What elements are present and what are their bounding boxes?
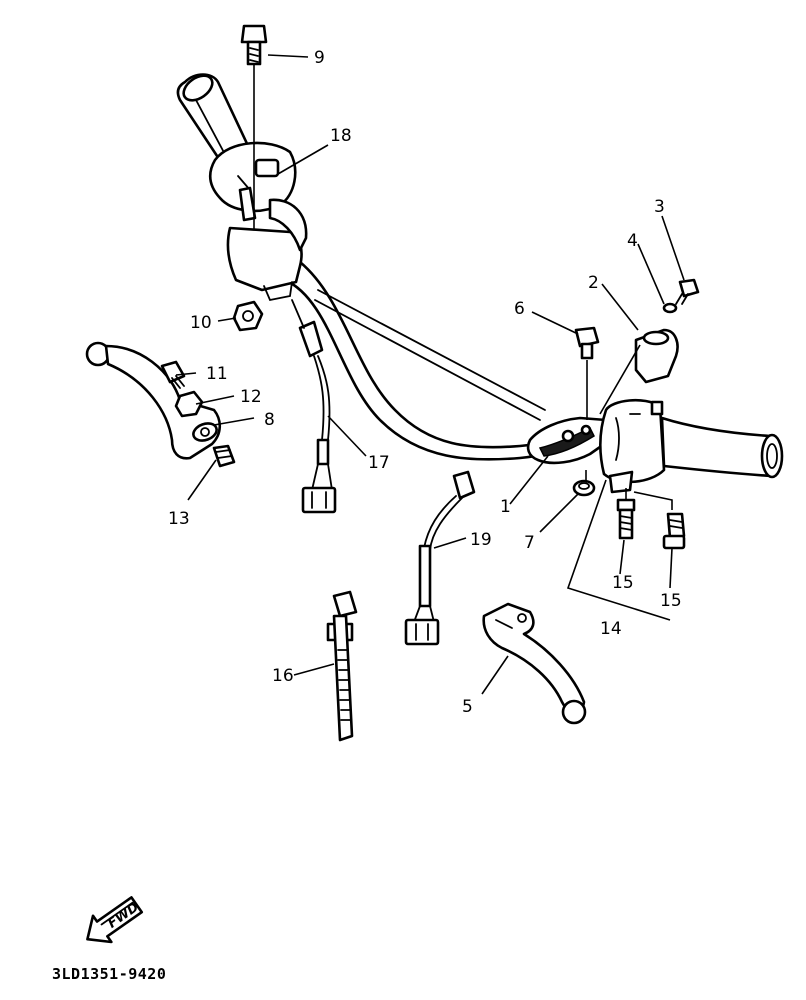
callout-4: 4: [627, 231, 638, 251]
screw-3: [675, 278, 700, 305]
callout-3: 3: [654, 197, 665, 217]
callout-15a: 15: [612, 573, 634, 593]
callout-1: 1: [500, 497, 511, 517]
callout-12: 12: [240, 387, 262, 407]
callout-2: 2: [588, 273, 599, 293]
bolt-9: [240, 24, 268, 240]
callout-13: 13: [168, 509, 190, 529]
left-clamp-block: [226, 198, 308, 302]
right-grip: [660, 416, 784, 479]
nut-10: [232, 300, 264, 332]
callout-11: 11: [206, 364, 228, 384]
callout-6: 6: [514, 299, 525, 319]
fwd-arrow-icon: FWD: [86, 896, 144, 944]
clamp-2: [599, 328, 679, 415]
screw-15-right: [633, 491, 686, 550]
brake-lever-5: [482, 602, 587, 725]
bolt-6: [574, 326, 600, 420]
left-handlebar-switch-18: [209, 141, 297, 222]
wire-17: [291, 299, 337, 514]
callout-14: 14: [600, 619, 622, 639]
bolt-11: [160, 360, 186, 389]
callout-17: 17: [368, 453, 390, 473]
screw-13: [212, 444, 236, 468]
washer-4: [662, 302, 678, 314]
clutch-lever-8: [85, 341, 222, 460]
leader-14-bracket: [566, 479, 671, 621]
callout-8: 8: [264, 410, 275, 430]
leader-lines: [175, 54, 685, 695]
grommet-7: [572, 470, 596, 497]
callout-10: 10: [190, 313, 212, 333]
callout-15b: 15: [660, 591, 682, 611]
nut-12: [174, 390, 204, 418]
callout-18: 18: [330, 126, 352, 146]
callout-19: 19: [470, 530, 492, 550]
callout-labels: 1 2 3 4 5 6 7 8 9 10 11 12 13 14 15 15 1…: [168, 48, 682, 717]
callout-5: 5: [462, 697, 473, 717]
lever-holder-1: [526, 416, 612, 465]
wire-19: [404, 470, 476, 646]
cable-tie-16: [326, 590, 358, 742]
right-handlebar-switch-14: [599, 398, 666, 494]
drawing-code: 3LD1351-9420: [52, 965, 166, 983]
callout-7: 7: [524, 533, 535, 553]
screw-15-left: [616, 488, 636, 540]
callout-16: 16: [272, 666, 294, 686]
callout-9: 9: [314, 48, 325, 68]
